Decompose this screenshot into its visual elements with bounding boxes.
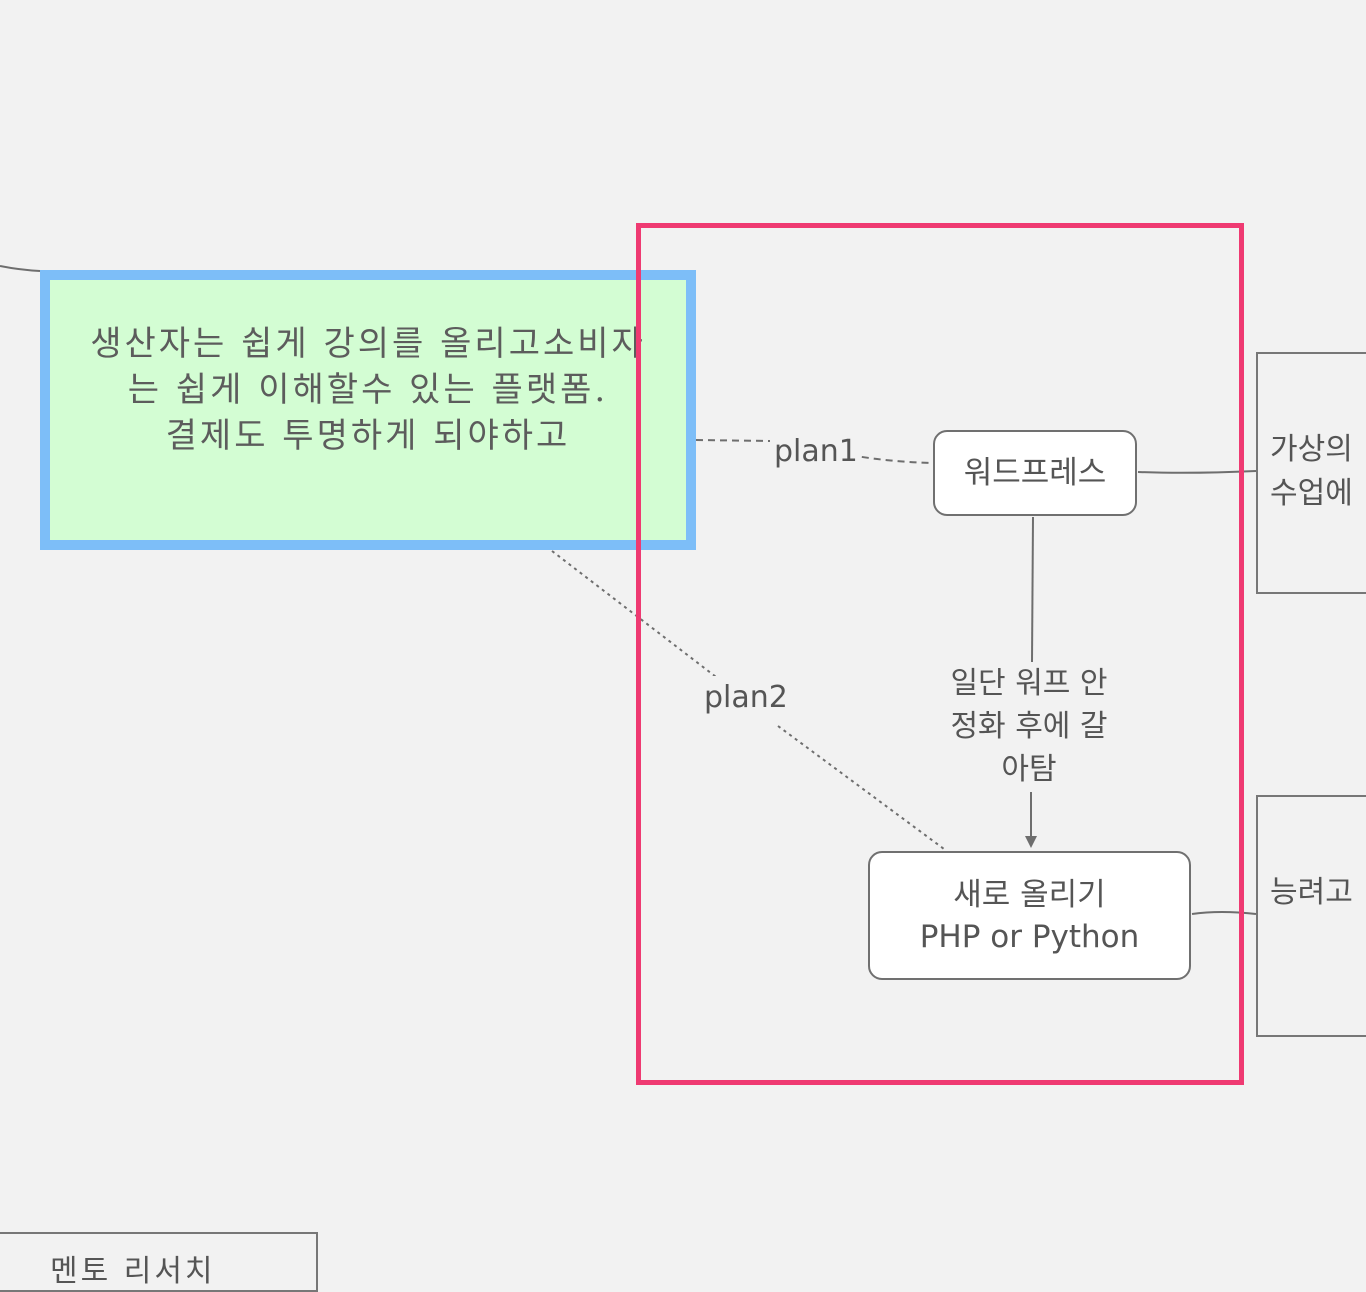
edge-label-plan1: plan1 bbox=[774, 430, 858, 473]
bottom-node[interactable]: 멘토 리서치 bbox=[0, 1232, 318, 1292]
connector-layer bbox=[0, 265, 1257, 915]
edge-label-step: 일단 워프 안 정화 후에 갈 아탐 bbox=[936, 662, 1122, 791]
edge-label-plan2: plan2 bbox=[704, 676, 788, 719]
side-node-top[interactable]: 가상의 수업에 bbox=[1256, 352, 1366, 594]
side-node-top-label: 가상의 수업에 bbox=[1270, 432, 1353, 511]
bottom-node-label: 멘토 리서치 bbox=[50, 1254, 216, 1289]
side-node-bottom-label: 능려고 bbox=[1270, 875, 1353, 910]
wordpress-node[interactable]: 워드프레스 bbox=[933, 430, 1137, 516]
connector-wordpress-side bbox=[1137, 470, 1257, 474]
connector-plan1 bbox=[695, 439, 934, 464]
new-upload-node[interactable]: 새로 올리기 PHP or Python bbox=[868, 851, 1191, 980]
side-node-bottom[interactable]: 능려고 bbox=[1256, 795, 1366, 1037]
connector-step bbox=[1031, 516, 1034, 663]
connector-left-in bbox=[0, 265, 41, 272]
main-note[interactable]: 생산자는 쉽게 강의를 올리고소비자 는 쉽게 이해할수 있는 플랫폼. 결제도… bbox=[40, 270, 696, 550]
connector-upload-side bbox=[1191, 911, 1257, 915]
